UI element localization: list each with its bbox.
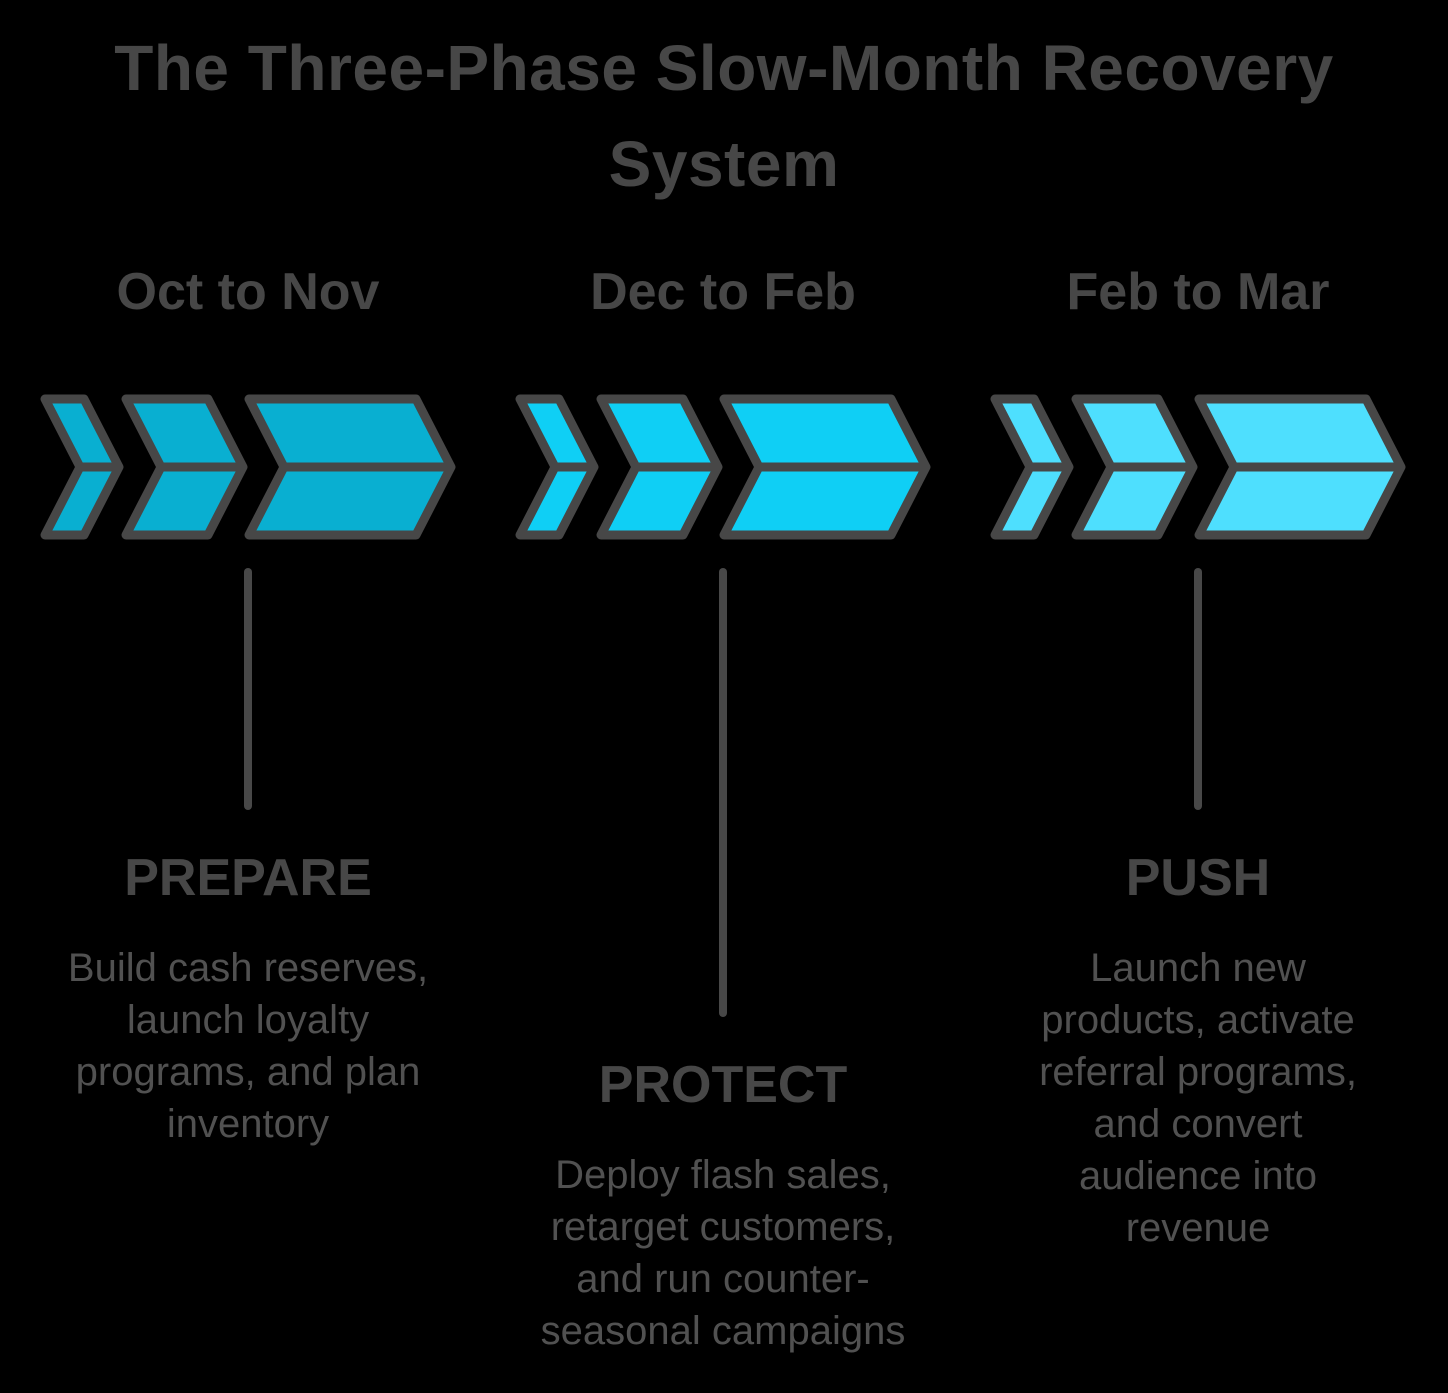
- phase-column-push: Feb to Mar PUSH Launch new products, act…: [968, 262, 1428, 1254]
- phase-name: PUSH: [1125, 849, 1271, 907]
- phase-description: Launch new products, activate referral p…: [1039, 946, 1357, 1250]
- phase-description: Deploy flash sales, retarget customers, …: [540, 1153, 906, 1353]
- connector-line: [1194, 568, 1202, 810]
- triple-chevron-arrow-icon: [40, 394, 456, 540]
- connector-line: [244, 568, 252, 810]
- phase-column-prepare: Oct to Nov PREPARE Build cash reserves, …: [18, 262, 478, 1150]
- phase-column-protect: Dec to Feb PROTECT Deploy flash sales, r…: [493, 262, 953, 1357]
- phase-period-label: Feb to Mar: [1066, 263, 1330, 321]
- phase-name: PREPARE: [124, 849, 372, 907]
- phase-period-label: Dec to Feb: [590, 263, 856, 321]
- page-title: The Three-Phase Slow-Month Recovery Syst…: [0, 20, 1448, 212]
- phase-description: Build cash reserves, launch loyalty prog…: [67, 946, 429, 1146]
- page-title-line-2: System: [608, 128, 840, 200]
- connector-line: [719, 568, 727, 1017]
- triple-chevron-arrow-icon: [990, 394, 1406, 540]
- phase-name: PROTECT: [598, 1056, 848, 1114]
- phase-period-label: Oct to Nov: [116, 263, 380, 321]
- page-title-line-1: The Three-Phase Slow-Month Recovery: [114, 32, 1334, 104]
- triple-chevron-arrow-icon: [515, 394, 931, 540]
